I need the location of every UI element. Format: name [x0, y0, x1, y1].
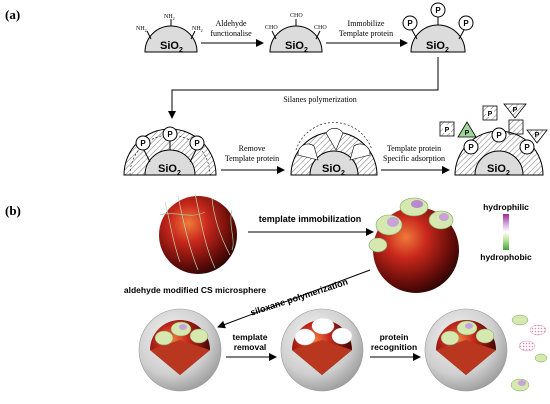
protein-blob: [368, 237, 388, 253]
legend-hydrophilic: hydrophilic: [483, 202, 529, 212]
protein-letter: P: [407, 19, 413, 28]
free-protein-blobs: [510, 314, 548, 392]
imprinted-microsphere: [280, 308, 364, 392]
stage-protein-particle: P P P SiO2: [402, 2, 474, 54]
amine-label-right: NH2: [192, 26, 203, 33]
protein-letter: P: [468, 143, 474, 152]
microsphere-caption: aldehyde modified CS microsphere: [124, 285, 266, 295]
protein-letter: P: [524, 143, 530, 152]
step1-line1: Aldehyde: [215, 19, 247, 28]
step5-line2: Specific adsorption: [383, 154, 445, 163]
coated-microsphere: [138, 308, 222, 392]
particle-label: SiO2: [160, 40, 183, 54]
stage-coated-particle: P P P SiO2: [123, 126, 217, 177]
step-template-immobilization: template immobilization: [259, 214, 362, 224]
amine-label-left: NH2: [136, 26, 147, 33]
protein-letter: P: [496, 131, 502, 140]
protein-immobilized-sphere: [368, 197, 459, 293]
protein-circle: [458, 15, 474, 31]
protein-circle: [402, 15, 418, 31]
arrow-silanes-polymerization: [168, 57, 439, 119]
step4-line2: Template protein: [225, 154, 279, 163]
stage-bare-particle: NH2 NH2 NH2 SiO2: [136, 14, 203, 54]
protein-letter: P: [445, 127, 450, 134]
hydrophilicity-legend: hydrophilic hydrophobic: [480, 202, 532, 262]
step2-line1: Immobilize: [348, 19, 385, 28]
step-protein-recognition-1: protein: [380, 332, 409, 342]
step-protein-recognition-2: recognition: [371, 342, 417, 352]
arrow-siloxane-polymerization: [217, 269, 371, 329]
cho-label-left: CHO: [265, 25, 278, 31]
panel-a-label: (a): [5, 7, 20, 22]
amine-label-center: NH2: [164, 14, 175, 21]
legend-colorbar: [503, 214, 509, 250]
cho-label-right: CHO: [314, 25, 327, 31]
imprint-cavity: [294, 328, 316, 346]
protein-letter: P: [513, 107, 518, 114]
particle-label: SiO2: [426, 40, 449, 54]
protein-letter: P: [465, 130, 470, 137]
stage-aldehyde-particle: CHO CHO CHO SiO2: [265, 13, 327, 54]
panel-b-label: (b): [5, 203, 21, 218]
imprint-cavity: [349, 143, 371, 161]
particle-label: SiO2: [487, 163, 510, 177]
particle-label: SiO2: [285, 40, 308, 54]
particle-dome: [144, 25, 198, 53]
protein-letter: P: [167, 130, 173, 139]
protein-letter: P: [463, 19, 469, 28]
particle-label: SiO2: [158, 163, 181, 177]
step-template-removal-2: removal: [234, 342, 267, 352]
protein-circle: [430, 2, 446, 18]
imprint-cavity: [311, 317, 335, 335]
protein-letter: P: [435, 6, 441, 15]
step5-line1: Template protein: [387, 144, 441, 153]
protein-letter: P: [140, 139, 146, 148]
cs-microsphere: [159, 193, 237, 274]
recognition-microsphere: [424, 308, 508, 392]
step4-line1: Remove: [239, 144, 266, 153]
particle-label: SiO2: [322, 163, 345, 177]
imprint-cavity: [325, 127, 344, 151]
stage-rebound-particle: P P P SiO2: [454, 127, 544, 177]
imprint-cavity: [297, 143, 319, 161]
legend-hydrophobic: hydrophobic: [480, 252, 532, 262]
step1-line2: functionalise: [210, 29, 252, 38]
stage-imprinted-particle: SiO2: [290, 122, 378, 177]
step-template-removal-1: template: [233, 332, 268, 342]
step2-line2: Template protein: [339, 29, 393, 38]
step3-label: Silanes polymerization: [283, 95, 357, 104]
free-protein-cluster: P P P P P: [439, 103, 548, 144]
protein-letter: P: [194, 139, 200, 148]
protein-letter: P: [488, 111, 493, 118]
imprint-cavity: [331, 327, 353, 345]
protein-letter: P: [535, 132, 540, 139]
cho-label-center: CHO: [290, 13, 303, 19]
